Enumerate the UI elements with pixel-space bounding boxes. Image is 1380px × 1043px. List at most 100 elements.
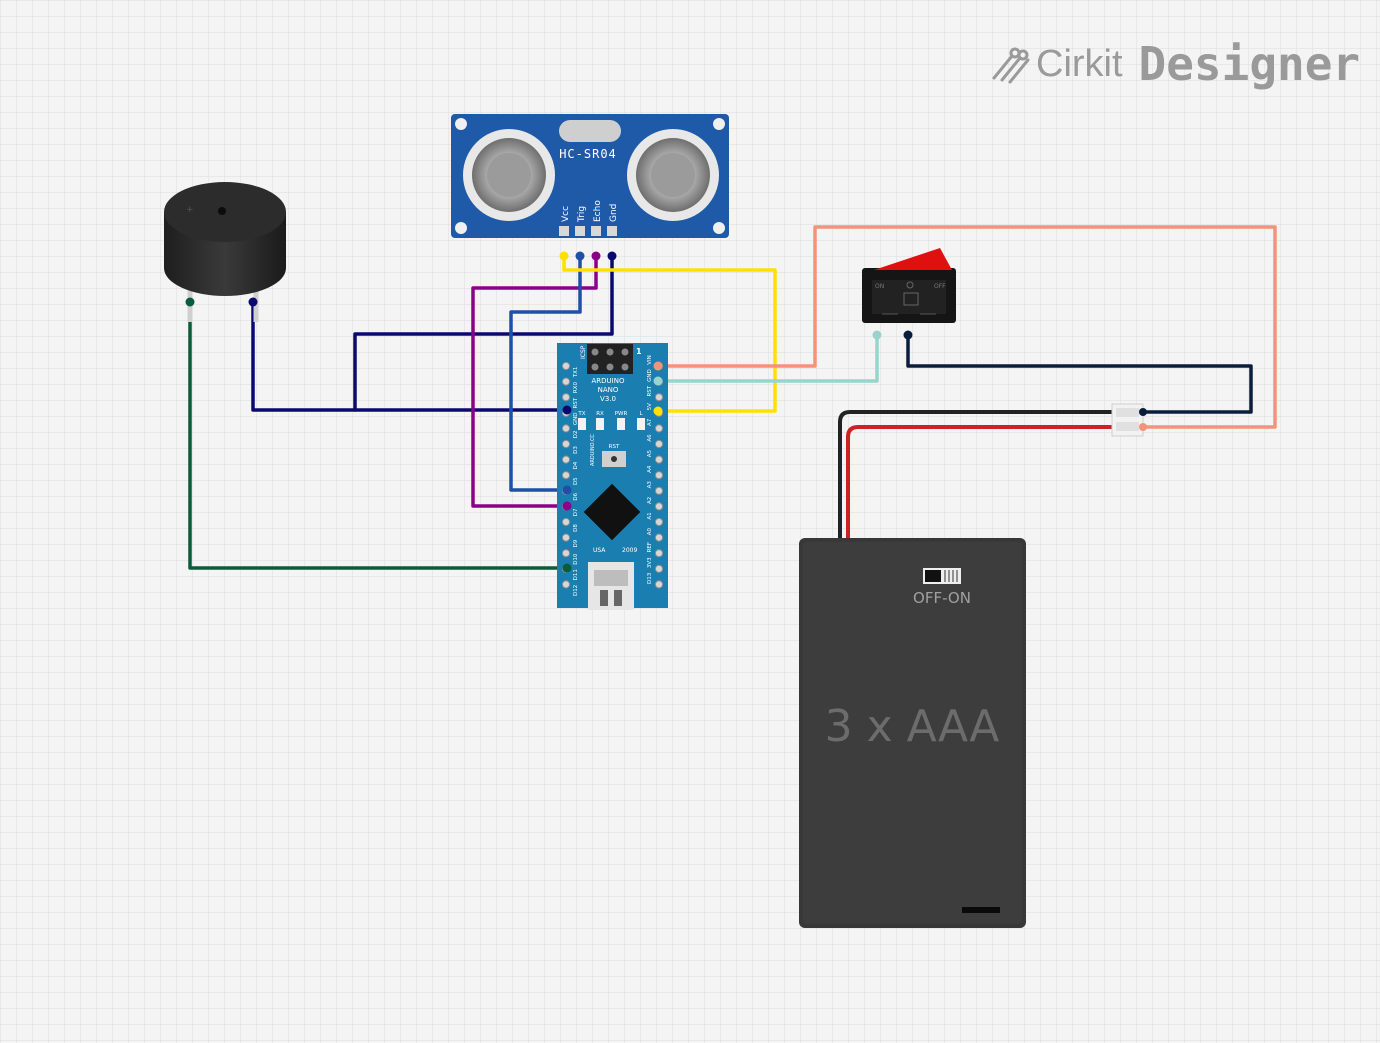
nano-pin-a0[interactable] [654, 533, 664, 542]
connector-pin-neg [1139, 408, 1147, 416]
nano-pin-label: D10 [573, 553, 579, 565]
wire-sensor-gnd[interactable] [353, 254, 614, 412]
switch-pin-1 [872, 330, 882, 340]
wire-buzzer-gnd[interactable] [251, 300, 569, 412]
nano-pin-label: A0 [647, 527, 653, 535]
sensor-model-label: HC-SR04 [559, 147, 617, 161]
nano-pin-d3[interactable] [561, 439, 571, 449]
battery-pack[interactable]: OFF-ON 3 x AAA [799, 538, 1026, 928]
nano-pin-label: A2 [647, 497, 653, 504]
year-label: 2009 [622, 547, 637, 554]
nano-pin-label: D8 [573, 524, 579, 532]
wire-buzzer-signal[interactable] [188, 300, 569, 570]
nano-pin-label: RST [647, 385, 653, 396]
nano-pin-3v3[interactable] [654, 564, 664, 573]
battery-connector[interactable] [1111, 403, 1147, 437]
nano-pin-d13[interactable] [654, 580, 664, 589]
nano-pin-label: 3V3 [647, 557, 653, 568]
led-label-pwr: PWR [615, 411, 628, 417]
origin-label: USA [593, 547, 606, 554]
nano-pin-label: D5 [573, 477, 579, 485]
icsp-pin1-label: 1 [636, 347, 642, 356]
rocker-switch[interactable]: ON OFF [862, 248, 956, 340]
status-leds: TX RX PWR L [577, 411, 645, 430]
nano-pin-label: D3 [573, 446, 579, 454]
wire-sensor-vcc[interactable] [562, 254, 777, 413]
nano-pin-label: D13 [647, 572, 653, 584]
wire-end-nano-gnd2 [653, 376, 663, 386]
nano-pin-d10[interactable] [561, 549, 571, 558]
battery-black-lead [838, 410, 1115, 542]
wire-vin[interactable] [656, 225, 1277, 429]
wire-end-gnd [607, 251, 617, 261]
battery-red-lead [846, 425, 1115, 542]
nano-pin-a2[interactable] [654, 502, 664, 511]
sensor-pin-gnd[interactable] [607, 226, 617, 236]
vendor-label: ARDUINO.CC [590, 434, 596, 466]
nano-pin-d9[interactable] [561, 533, 571, 542]
nano-pin-label: D7 [573, 508, 579, 516]
sensor-pin-label-gnd: Gnd [609, 204, 619, 222]
sensor-pin-vcc[interactable] [559, 226, 569, 236]
nano-pin-d8[interactable] [561, 517, 571, 527]
nano-pin-d4[interactable] [561, 455, 571, 464]
sensor-pin-trig[interactable] [575, 226, 585, 236]
nano-pin-label: A7 [647, 418, 653, 426]
nano-pin-label: A1 [647, 512, 653, 519]
nano-pin-a1[interactable] [654, 517, 664, 527]
sensor-pin-label-trig: Trig [577, 206, 587, 223]
nano-pin-rst[interactable] [561, 393, 571, 402]
brand-logo: Cirkit Designer [990, 34, 1360, 94]
wire-sensor-trig[interactable] [509, 254, 582, 492]
nano-pin-a4[interactable] [654, 471, 664, 480]
crystal [559, 120, 621, 142]
brand-name-part2: Designer [1138, 37, 1361, 91]
mount-hole [455, 222, 467, 234]
battery-switch-label: OFF-ON [913, 589, 971, 607]
nano-pin-a5[interactable] [654, 455, 664, 464]
wire-switch-gnd[interactable] [656, 333, 879, 383]
nano-pin-ref[interactable] [654, 549, 664, 558]
switch-on-label: ON [875, 283, 884, 290]
wires [188, 225, 1277, 570]
wire-end-nano-vin [653, 361, 663, 371]
led-label-tx: TX [577, 411, 585, 417]
buzzer-hole [218, 207, 226, 215]
ultrasonic-sensor[interactable]: HC-SR04 Vcc Trig Echo Gnd [451, 114, 729, 261]
icsp-label: ICSP [580, 345, 587, 359]
nano-pin-label: D9 [573, 539, 579, 547]
wire-sensor-echo[interactable] [471, 254, 598, 508]
nano-pin-rst[interactable] [654, 393, 664, 402]
wire-end-echo [591, 251, 601, 261]
sensor-pin-label-vcc: Vcc [561, 206, 571, 222]
switch-rocker[interactable] [874, 248, 952, 270]
nano-name-line-2: NANO [598, 386, 619, 394]
led-label-rx: RX [596, 411, 604, 417]
nano-pin-d12[interactable] [561, 580, 571, 589]
nano-pin-label: GND [573, 412, 579, 425]
piezo-buzzer[interactable]: + [164, 182, 286, 322]
led-label-l: L [639, 411, 643, 417]
nano-pin-d2[interactable] [561, 424, 571, 433]
buzzer-pin-2-dot [248, 297, 258, 307]
nano-pin-a3[interactable] [654, 486, 664, 495]
nano-pin-label: 5V [647, 403, 653, 410]
nano-pin-label: A5 [647, 449, 653, 457]
nano-pin-rx0[interactable] [561, 377, 571, 386]
nano-pin-label: REF [647, 542, 653, 552]
wire-end-nano-d6 [562, 485, 572, 495]
wire-switch-battery[interactable] [906, 333, 1253, 414]
nano-pin-label: D2 [573, 431, 579, 439]
sensor-pin-echo[interactable] [591, 226, 601, 236]
nano-pin-tx1[interactable] [561, 361, 571, 371]
arduino-nano[interactable]: ICSP 1 ARDUINO NANO V3.0 TX RX PWR L RST… [557, 343, 668, 610]
nano-pin-a7[interactable] [654, 424, 664, 433]
battery-label: 3 x AAA [825, 701, 1000, 752]
buzzer-plus-mark: + [186, 205, 194, 215]
wire-end-nano-d11 [562, 563, 572, 573]
nano-pin-a6[interactable] [654, 439, 664, 449]
switch-off-label: OFF [934, 283, 946, 290]
nano-pin-d5[interactable] [561, 471, 571, 480]
nano-name-line-3: V3.0 [600, 395, 616, 403]
